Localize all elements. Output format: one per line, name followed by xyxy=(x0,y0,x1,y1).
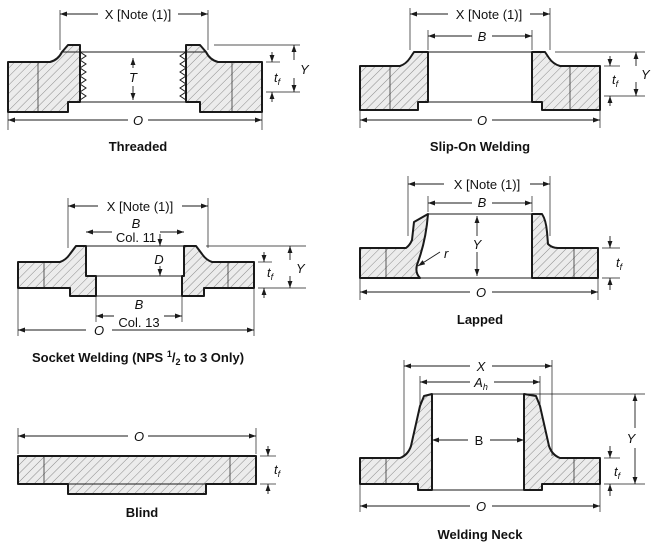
weldneck-ah-label: Ah xyxy=(473,375,488,392)
blind-caption: Blind xyxy=(126,505,159,520)
socket-b-bottom-label: B xyxy=(135,297,144,312)
socket-b-top-label: B xyxy=(132,216,141,231)
socket-welding-flange: X [Note (1)] B Col. 11 D B Col. 13 tf Y … xyxy=(17,198,306,367)
weldneck-right-section xyxy=(523,393,601,491)
lapped-caption: Lapped xyxy=(457,312,503,327)
blind-flange: O tf Blind xyxy=(17,428,282,520)
threaded-y-label: Y xyxy=(300,62,310,77)
weldneck-caption: Welding Neck xyxy=(437,527,523,542)
socket-d-label: D xyxy=(154,252,163,267)
lapped-r-label: r xyxy=(444,246,449,261)
slipon-x-label: X [Note (1)] xyxy=(456,7,522,22)
threaded-flange: X [Note (1)] T tf Y O Threaded xyxy=(7,7,310,154)
slip-on-flange: X [Note (1)] B tf Y O Slip-On Welding xyxy=(359,7,651,154)
socket-caption: Socket Welding (NPS 1/2 to 3 Only) xyxy=(32,349,244,367)
threaded-caption: Threaded xyxy=(109,139,168,154)
lapped-o-label: O xyxy=(476,285,486,300)
weldneck-b-label: B xyxy=(475,433,484,448)
lapped-flange: X [Note (1)] B Y r tf O Lapped xyxy=(359,176,624,327)
threaded-x-label: X [Note (1)] xyxy=(105,7,171,22)
weldneck-o-label: O xyxy=(476,499,486,514)
socket-right-section xyxy=(181,245,255,297)
socket-tf-label: tf xyxy=(267,265,275,282)
weldneck-x-label: X xyxy=(476,359,487,374)
slipon-b-label: B xyxy=(478,29,487,44)
socket-y-label: Y xyxy=(296,261,306,276)
slipon-right-section xyxy=(531,51,601,111)
slipon-y-label: Y xyxy=(641,67,651,82)
threaded-thread-right xyxy=(179,51,187,101)
socket-x-label: X [Note (1)] xyxy=(107,199,173,214)
socket-col13-label: Col. 13 xyxy=(118,315,159,330)
lapped-right-section xyxy=(531,213,599,279)
socket-col11-label: Col. 11 xyxy=(116,230,156,245)
threaded-thread-left xyxy=(79,51,87,101)
threaded-right-section xyxy=(185,44,263,113)
socket-left-section xyxy=(17,245,97,297)
slipon-caption: Slip-On Welding xyxy=(430,139,530,154)
weldneck-y-label: Y xyxy=(627,431,637,446)
lapped-left-section xyxy=(359,213,429,279)
lapped-b-label: B xyxy=(478,195,487,210)
blind-tf-label: tf xyxy=(274,462,282,479)
slipon-tf-label: tf xyxy=(612,72,620,89)
threaded-tf-label: tf xyxy=(274,70,282,87)
blind-o-label: O xyxy=(134,429,144,444)
lapped-x-label: X [Note (1)] xyxy=(454,177,520,192)
weldneck-left-section xyxy=(359,393,433,491)
threaded-t-label: T xyxy=(129,70,138,85)
weldneck-tf-label: tf xyxy=(614,464,622,481)
slipon-left-section xyxy=(359,51,429,111)
blind-section xyxy=(17,455,257,495)
slipon-o-label: O xyxy=(477,113,487,128)
lapped-y-label: Y xyxy=(473,237,483,252)
welding-neck-flange: X Ah B tf Y O Welding Neck xyxy=(359,359,645,542)
threaded-o-label: O xyxy=(133,113,143,128)
socket-o-label: O xyxy=(94,323,104,338)
lapped-tf-label: tf xyxy=(616,255,624,272)
